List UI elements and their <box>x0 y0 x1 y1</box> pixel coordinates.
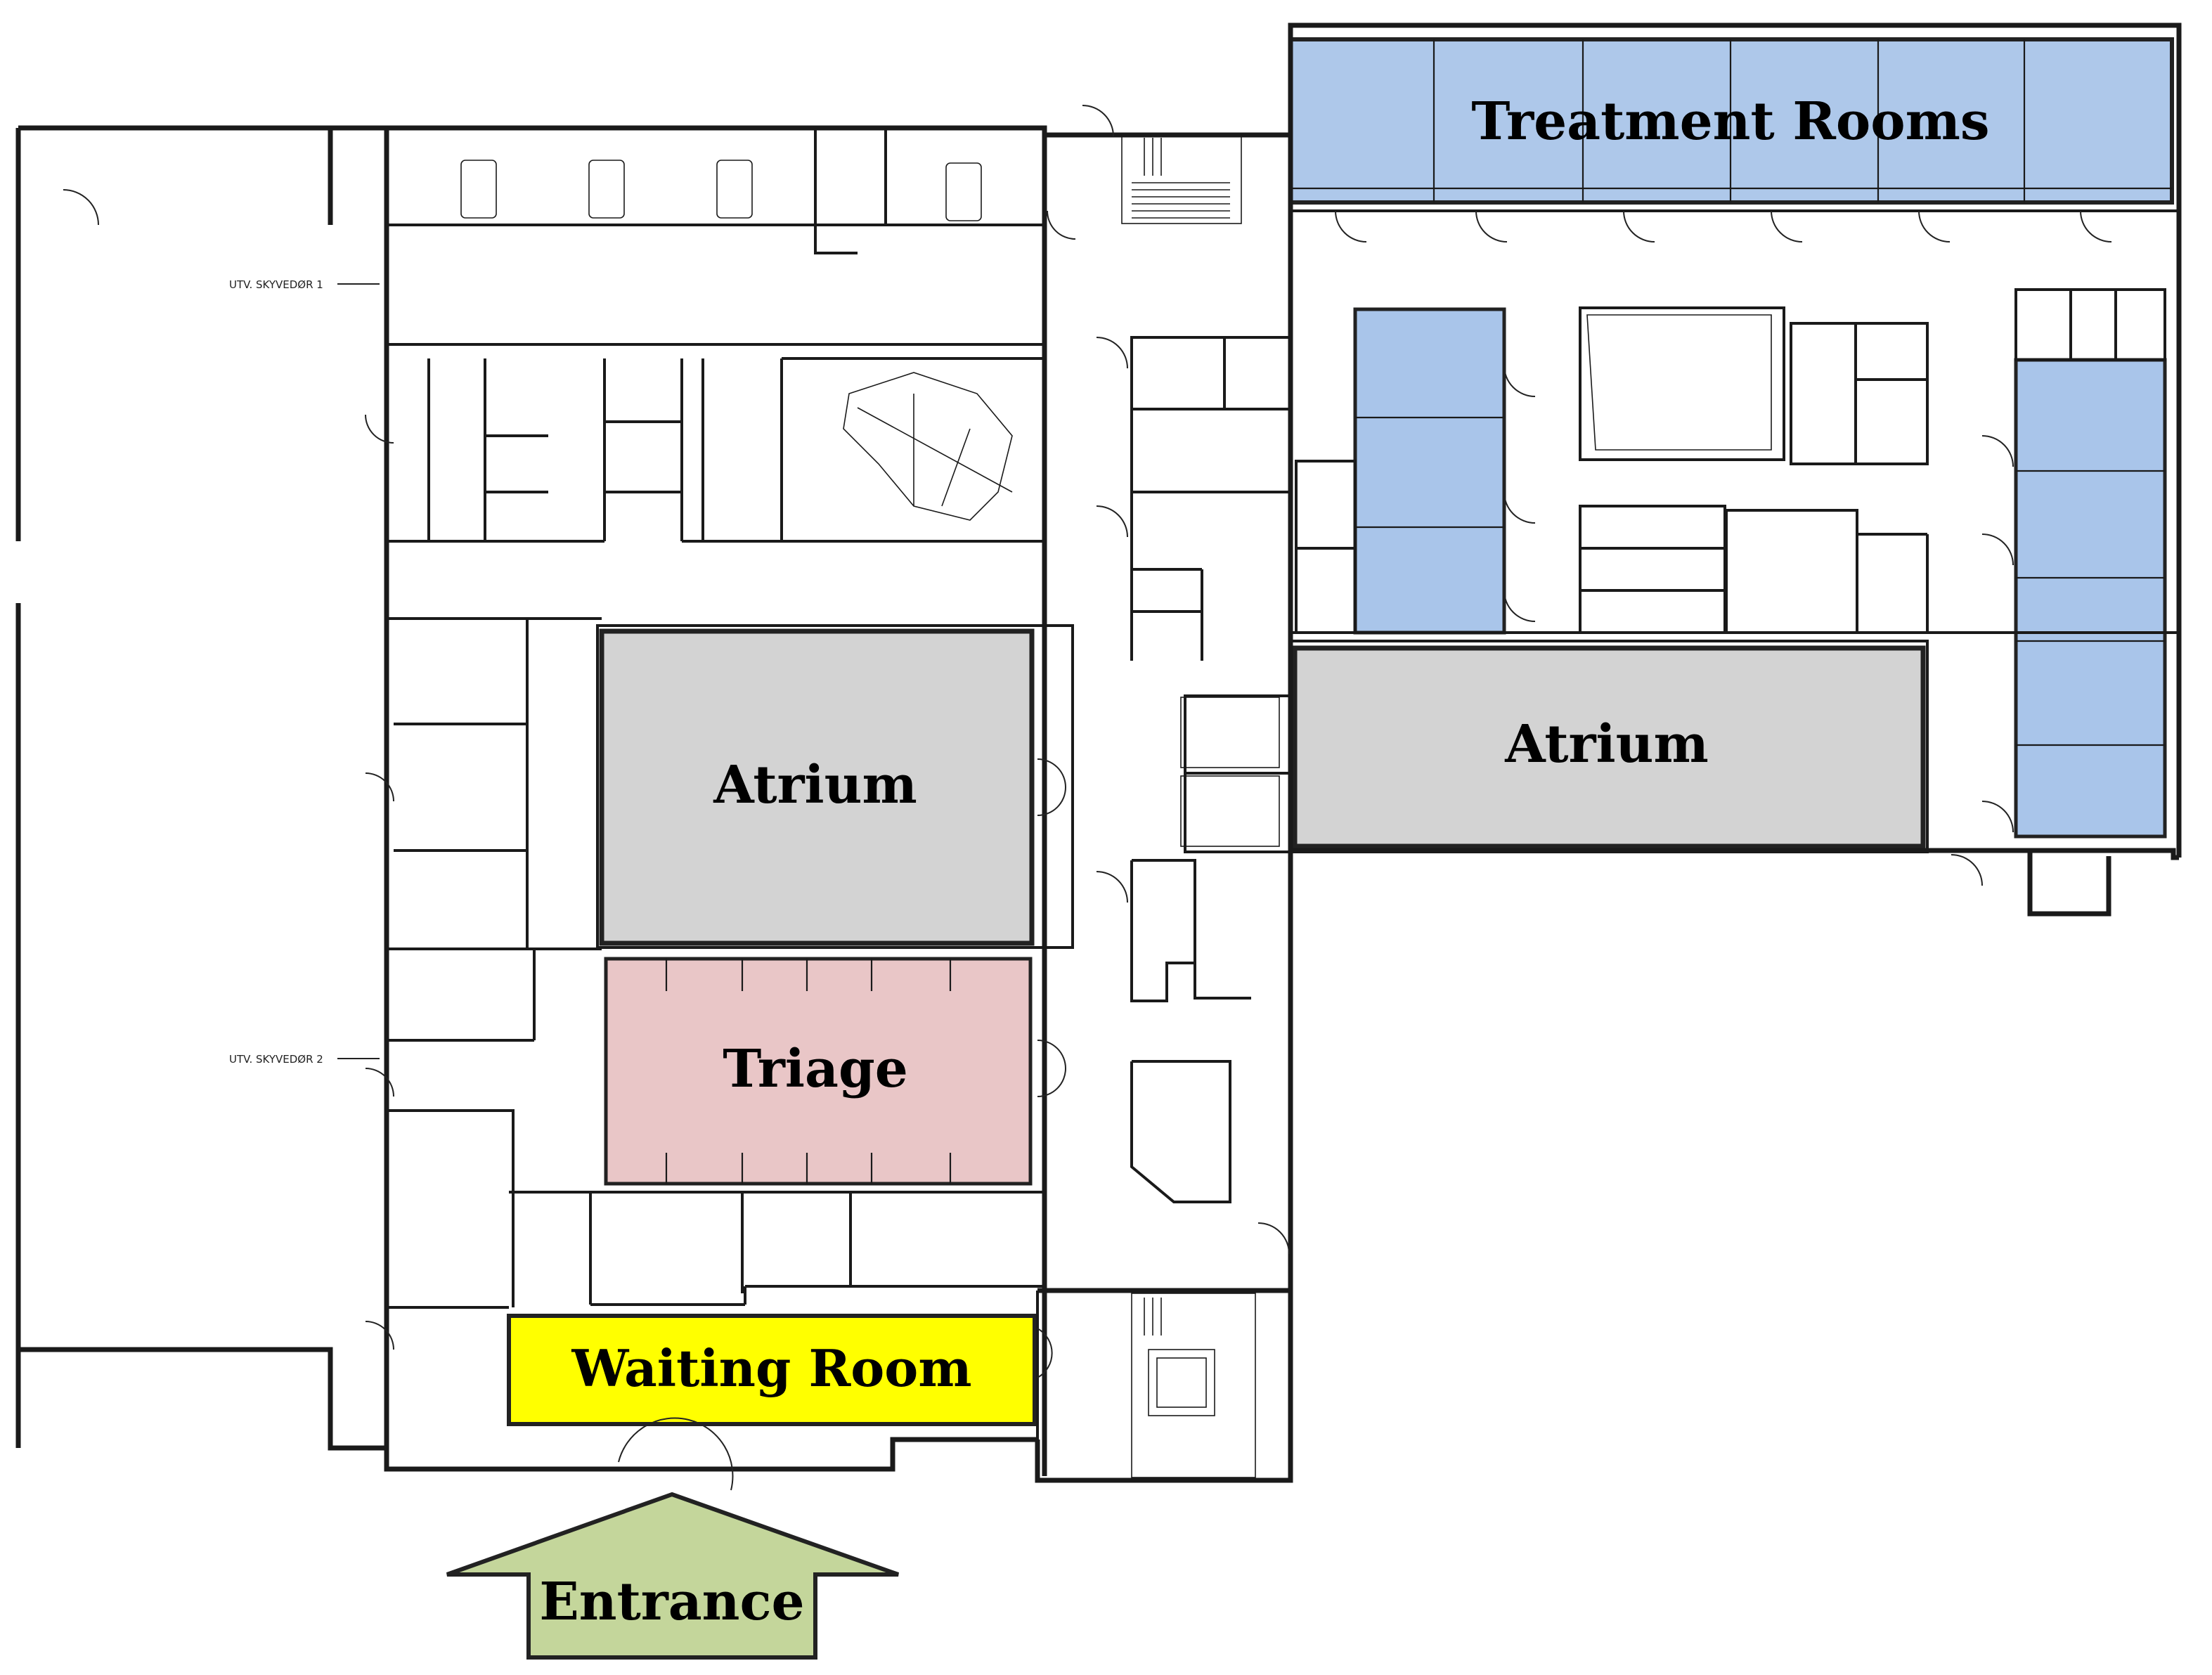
x-ray-equipment <box>843 372 1013 521</box>
interior-walls <box>387 128 2179 1440</box>
entrance-label: Entrance <box>539 1572 804 1632</box>
atrium-left-label: Atrium <box>713 755 917 815</box>
exam-block-right[interactable] <box>2014 358 2167 839</box>
treatment-room-partitions <box>1291 39 2172 746</box>
atrium-right-label: Atrium <box>1504 714 1709 775</box>
atrium-left-zone[interactable] <box>599 628 1035 946</box>
atrium-right-zone[interactable] <box>1292 645 1926 849</box>
triage-partitions <box>665 959 952 1184</box>
stairs-bottom <box>1131 1293 1256 1478</box>
triage-zone[interactable] <box>604 957 1033 1186</box>
triage-label: Triage <box>723 1039 908 1099</box>
waiting-room-label: Waiting Room <box>571 1338 971 1398</box>
door-annotations: UTV. SKYVEDØR 1 UTV. SKYVEDØR 2 <box>229 278 380 1066</box>
treatment-rooms-label: Treatment Rooms <box>1471 91 1989 152</box>
exam-block-left[interactable] <box>1353 307 1506 635</box>
door-note-1: UTV. SKYVEDØR 1 <box>229 278 323 291</box>
door-swings <box>63 105 2112 1491</box>
waiting-room-zone[interactable] <box>507 1314 1037 1426</box>
exterior-walls <box>15 22 2182 1483</box>
fixtures <box>460 160 1772 847</box>
stairs-top <box>1121 134 1242 224</box>
entrance-arrow[interactable] <box>446 1492 900 1660</box>
door-note-2: UTV. SKYVEDØR 2 <box>229 1053 323 1066</box>
